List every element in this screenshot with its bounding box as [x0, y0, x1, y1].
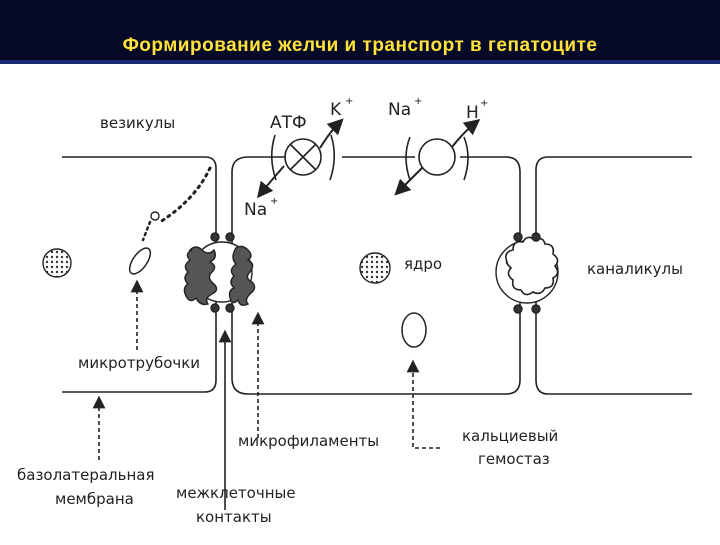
title-bar: [0, 0, 720, 64]
calcium-vesicle: [401, 312, 427, 348]
calcium-label-2: гемостаз: [478, 450, 550, 468]
na-h-exchanger: [405, 136, 469, 181]
atp-label: АТФ: [270, 113, 307, 133]
left-canaliculus: [183, 232, 256, 313]
microtubules-label: микротрубочки: [78, 354, 200, 372]
diagram-stage: АТФ K + Na + H + Na + вез: [0, 64, 720, 540]
na-top-plus: +: [414, 96, 422, 107]
calcium-label-1: кальциевый: [462, 427, 558, 445]
na-left-plus: +: [270, 196, 278, 207]
hepatocyte-diagram: АТФ K + Na + H + Na + вез: [17, 96, 692, 526]
canaliculi-label: каналикулы: [587, 260, 683, 278]
right-canaliculus: [495, 232, 559, 314]
h-label: H: [466, 103, 479, 123]
pointer-arrows: [92, 279, 440, 510]
pump-arrows: [257, 118, 481, 199]
central-cell-outline: [231, 156, 521, 395]
k-label: K: [330, 100, 342, 120]
junctions-label-1: межклеточные: [176, 484, 296, 502]
small-vesicle: [150, 211, 160, 221]
nucleus-granule: [359, 252, 391, 284]
junctions-label-2: контакты: [196, 508, 272, 526]
vesicle-dotted-path: [158, 166, 212, 224]
vesicle-oval: [128, 247, 152, 275]
atp-pump: [270, 134, 336, 181]
title-accent-line: [0, 60, 720, 64]
na-top-label: Na: [388, 100, 411, 120]
microfilaments-label: микрофиламенты: [238, 432, 379, 450]
vesicle-to-oval-dots: [141, 220, 152, 242]
basolateral-label-2: мембрана: [55, 490, 134, 508]
k-plus: +: [345, 96, 353, 107]
h-plus: +: [480, 98, 488, 109]
slide-title: Формирование желчи и транспорт в гепатоц…: [122, 35, 598, 56]
basolateral-label-1: базолатеральная: [17, 466, 155, 484]
vesicles-label: везикулы: [100, 114, 175, 132]
na-left-label: Na: [244, 200, 267, 220]
nucleus-label: ядро: [404, 255, 442, 273]
granule-left: [42, 248, 72, 278]
